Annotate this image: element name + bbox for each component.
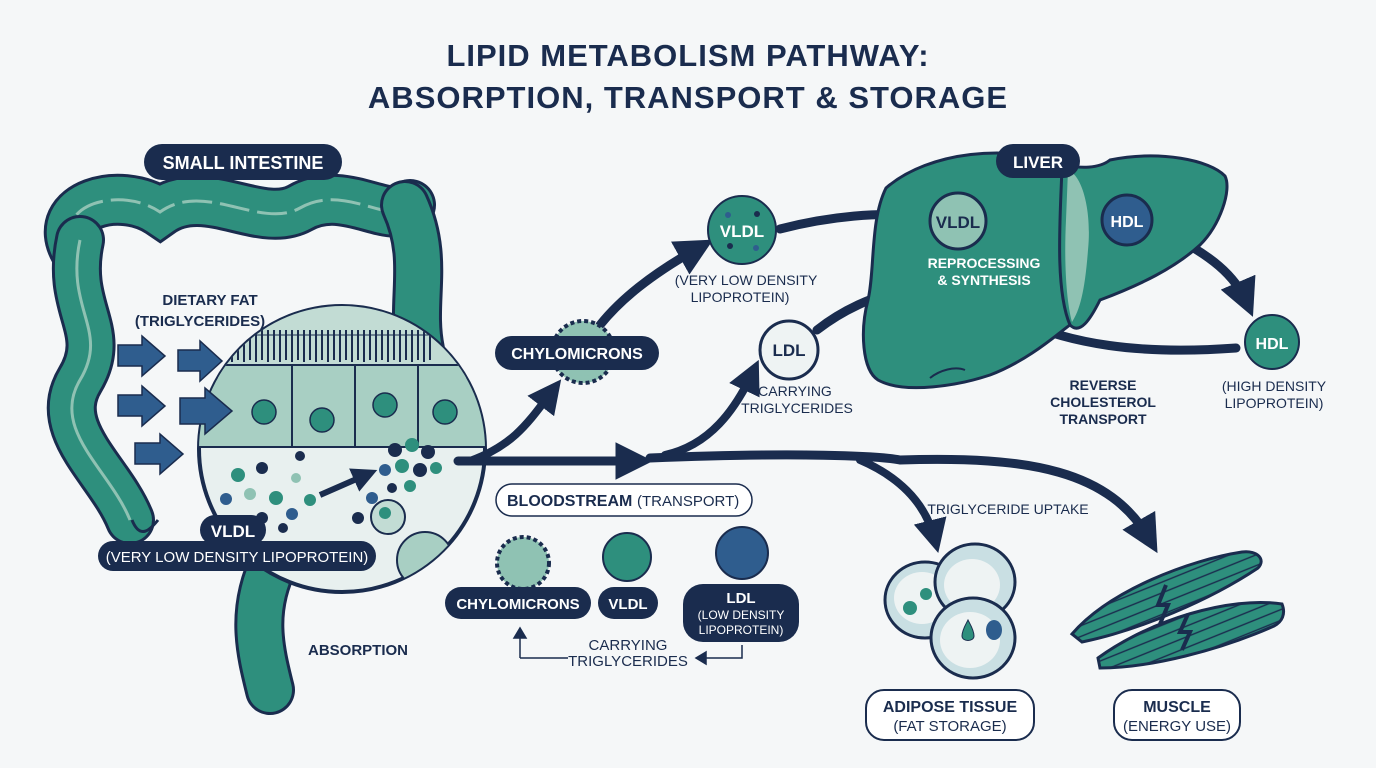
svg-text:MUSCLE: MUSCLE [1143,699,1211,716]
intestine-vldl-label: VLDL (VERY LOW DENSITY LIPOPROTEIN) [98,515,376,571]
svg-text:(LOW DENSITY: (LOW DENSITY [698,608,785,622]
absorption-label: ABSORPTION [308,642,408,659]
legend-vldl-pill: VLDL [598,587,658,619]
svg-text:VLDL: VLDL [936,213,980,232]
liver-process-line2: & SYNTHESIS [937,272,1030,288]
svg-text:(TRANSPORT): (TRANSPORT) [637,493,739,510]
bloodstream-label: BLOODSTREAM (TRANSPORT) [495,483,753,517]
legend-carrying-line2: TRIGLYCERIDES [568,653,688,670]
ldl-desc-line2: TRIGLYCERIDES [741,400,853,416]
svg-text:CHYLOMICRONS: CHYLOMICRONS [456,596,579,613]
reverse-transport-line3: TRANSPORT [1059,411,1147,427]
dietary-fat-sublabel: (TRIGLYCERIDES) [135,313,265,330]
adipose-tissue-label: ADIPOSE TISSUE (FAT STORAGE) [865,689,1035,741]
liver-vldl-particle: VLDL [928,191,988,251]
svg-text:VLDL: VLDL [608,596,647,613]
svg-text:HDL: HDL [1111,214,1144,231]
bloodstream-arrows [453,194,1256,554]
legend-carrying-line1: CARRYING [589,637,668,654]
small-intestine-label: SMALL INTESTINE [144,144,342,180]
svg-text:LIPOPROTEIN): LIPOPROTEIN) [699,623,784,637]
title-line-2: ABSORPTION, TRANSPORT & STORAGE [367,80,1009,115]
triglyceride-uptake-label: TRIGLYCERIDE UPTAKE [927,501,1088,517]
vldl-desc-line1: (VERY LOW DENSITY [675,272,818,288]
dietary-fat-label: DIETARY FAT [162,292,257,309]
liver-hdl-particle: HDL [1100,193,1154,247]
vldl-particle: VLDL [707,195,777,265]
muscle-label: MUSCLE (ENERGY USE) [1113,689,1241,741]
liver-process-line1: REPROCESSING [928,255,1041,271]
title-line-1: LIPID METABOLISM PATHWAY: [446,38,930,73]
hdl-particle: HDL [1244,314,1300,370]
svg-text:(FAT STORAGE): (FAT STORAGE) [893,718,1006,735]
dietary-fat-arrows [117,334,234,476]
adipose-tissue-illustration [883,542,1017,680]
legend-ldl-particle [715,526,769,580]
hdl-desc-line2: LIPOPROTEIN) [1225,395,1324,411]
liver-label: LIVER [996,144,1080,178]
svg-text:SMALL INTESTINE: SMALL INTESTINE [163,153,324,173]
reverse-transport-line1: REVERSE [1070,377,1137,393]
svg-text:BLOODSTREAM: BLOODSTREAM [507,493,632,510]
chylomicrons-label: CHYLOMICRONS [495,336,659,370]
legend-ldl-pill: LDL (LOW DENSITY LIPOPROTEIN) [683,584,799,642]
legend-vldl-particle [602,532,652,582]
reverse-transport-line2: CHOLESTEROL [1050,394,1156,410]
ldl-desc-line1: CARRYING [758,383,832,399]
svg-text:CHYLOMICRONS: CHYLOMICRONS [511,346,643,363]
svg-text:HDL: HDL [1256,336,1289,353]
svg-text:LIVER: LIVER [1013,153,1063,172]
svg-text:VLDL: VLDL [211,522,255,541]
svg-text:ADIPOSE TISSUE: ADIPOSE TISSUE [883,699,1018,716]
svg-text:LDL: LDL [726,590,755,607]
ldl-particle: LDL [758,319,820,381]
legend-chylomicrons-pill: CHYLOMICRONS [445,587,591,619]
svg-text:(VERY LOW DENSITY LIPOPROTEIN): (VERY LOW DENSITY LIPOPROTEIN) [106,549,369,566]
svg-text:(ENERGY USE): (ENERGY USE) [1123,718,1231,735]
muscle-illustration [1069,550,1286,670]
vldl-desc-line2: LIPOPROTEIN) [691,289,790,305]
hdl-desc-line1: (HIGH DENSITY [1222,378,1327,394]
vldl-particle-label: VLDL [720,222,764,241]
legend-carrying-connector [512,626,743,666]
legend-chylomicron-particle [495,535,551,591]
ldl-particle-label: LDL [772,341,805,360]
